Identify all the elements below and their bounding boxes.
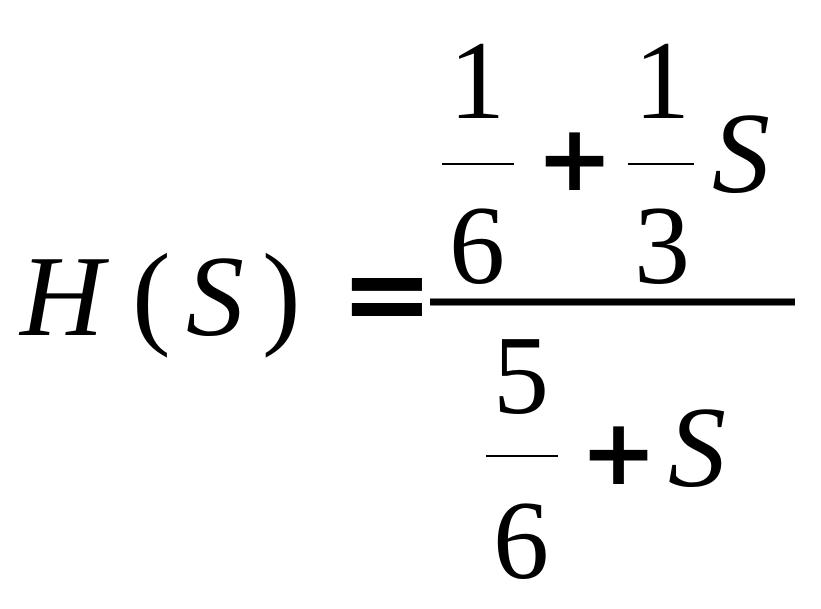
main-denominator: 5 6 + S [486,314,726,603]
num-frac1-numerator: 1 [449,19,505,143]
num-frac1-denominator: 6 [449,184,505,308]
num-plus-sign: + [536,105,613,212]
lhs-variable: S [186,233,244,361]
num-frac2-denominator: 3 [634,184,690,308]
num-frac2-numerator: 1 [634,19,690,143]
equals-sign: = [340,229,434,359]
main-numerator: 1 6 + 1 3 S [442,19,770,308]
open-paren: ( [132,231,171,359]
den-plus-sign: + [580,399,657,506]
den-frac-denominator: 6 [493,479,549,603]
lhs: H ( S ) [18,231,301,361]
close-paren: ) [262,231,301,359]
den-variable: S [668,384,726,512]
function-name: H [18,233,109,361]
num-variable: S [712,90,770,218]
den-frac-numerator: 5 [493,314,549,438]
